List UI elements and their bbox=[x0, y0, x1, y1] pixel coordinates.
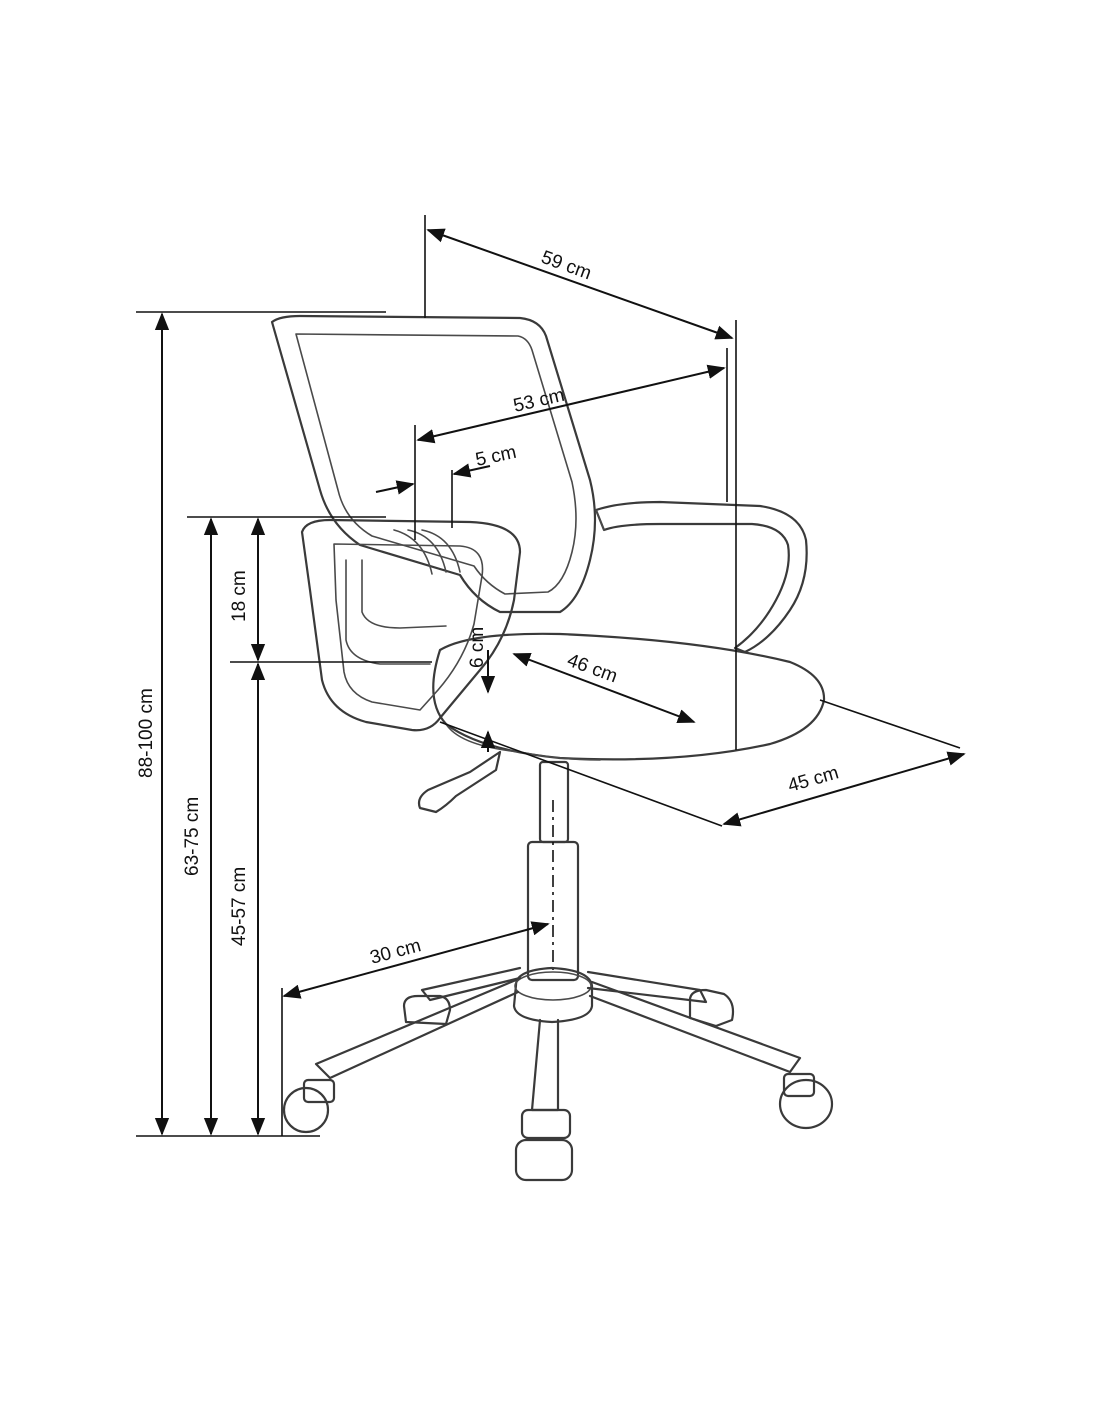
height-lever bbox=[417, 750, 502, 814]
armrest-left-support-2 bbox=[361, 559, 447, 629]
seat-cushion bbox=[432, 632, 826, 761]
label-seat-depth: 46 cm bbox=[564, 650, 620, 687]
armrest-left-support bbox=[345, 559, 431, 665]
caster-front-right bbox=[778, 1072, 834, 1130]
base-hub-top bbox=[514, 971, 592, 1001]
dim-arrow-59 bbox=[426, 228, 734, 340]
armrest-right bbox=[594, 500, 808, 654]
dimension-labels: 59 cm 53 cm 5 cm 88-100 cm 63-75 cm 18 c… bbox=[136, 247, 841, 969]
dim-arrow-45 bbox=[722, 751, 966, 827]
armrest-right-pad bbox=[595, 509, 605, 531]
label-back-offset: 5 cm bbox=[474, 442, 519, 471]
armrest-left bbox=[300, 518, 522, 732]
armrest-left-curve bbox=[393, 529, 461, 575]
base-leg-left bbox=[314, 978, 520, 1080]
base-leg-front bbox=[530, 1018, 560, 1112]
caster-front bbox=[514, 1108, 574, 1182]
label-seat-thickness: 6 cm bbox=[467, 627, 488, 668]
base-leg-back-right bbox=[586, 970, 708, 1004]
backrest-mesh bbox=[295, 333, 577, 595]
caster-back-right bbox=[688, 988, 735, 1028]
base-leg-right bbox=[588, 980, 802, 1074]
caster-front-left bbox=[282, 1078, 336, 1134]
dim-arrow-5 bbox=[375, 480, 415, 495]
label-seat-height: 45-57 cm bbox=[229, 867, 250, 946]
chair-drawing bbox=[270, 314, 834, 1182]
dim-arrow-46 bbox=[512, 652, 696, 724]
backrest-frame bbox=[270, 314, 597, 614]
dimension-arrows bbox=[154, 228, 966, 1136]
armrest-left-inner bbox=[333, 543, 484, 711]
seat-underside bbox=[445, 723, 601, 761]
dim-arrow-5b bbox=[452, 463, 491, 478]
dim-arrow-53 bbox=[416, 364, 726, 444]
label-armrest-floor-height: 63-75 cm bbox=[182, 797, 203, 876]
gas-cylinder bbox=[526, 760, 580, 982]
label-base-radius: 30 cm bbox=[368, 935, 423, 969]
dim-arrow-30 bbox=[282, 921, 550, 999]
label-armrest-height: 18 cm bbox=[229, 570, 250, 622]
label-total-height: 88-100 cm bbox=[136, 688, 157, 778]
extension-lines bbox=[136, 215, 961, 1137]
